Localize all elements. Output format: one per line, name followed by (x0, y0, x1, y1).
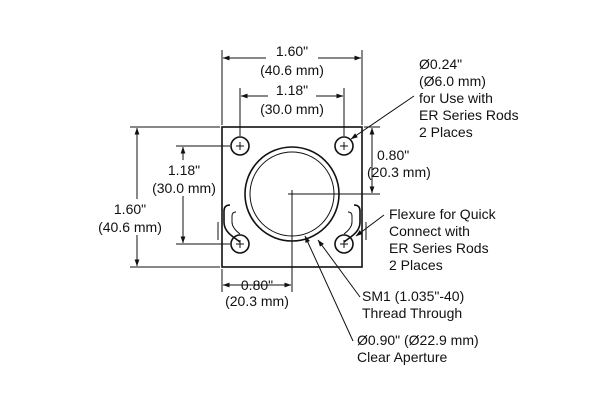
callout-thread-line-2: Thread Through (362, 305, 462, 321)
callout-flexure-line-4: 2 Places (389, 257, 443, 273)
flexure-right (334, 204, 361, 254)
dim-left-inner: 1.18" (30.0 mm) (152, 145, 230, 245)
dim-top-inner-mm: (30.0 mm) (260, 101, 324, 117)
callout-thread-line-1: SM1 (1.035"-40) (362, 288, 464, 304)
callout-aperture: Ø0.90" (Ø22.9 mm) Clear Aperture (304, 235, 479, 365)
callout-flexure-line-3: ER Series Rods (389, 240, 489, 256)
callout-flexure: Flexure for Quick Connect with ER Series… (355, 206, 497, 273)
dim-bottom-offset-in: 0.80" (241, 277, 273, 293)
callout-rod-holes-line-2: (Ø6.0 mm) (419, 73, 486, 89)
callout-aperture-line-2: Clear Aperture (357, 349, 447, 365)
dim-right-offset-in: 0.80" (377, 147, 409, 163)
dim-top-inner: 1.18" (30.0 mm) (239, 82, 345, 136)
rod-hole-left (230, 136, 250, 156)
callout-aperture-line-1: Ø0.90" (Ø22.9 mm) (357, 332, 479, 348)
dim-top-width-mm: (40.6 mm) (260, 62, 324, 78)
callout-rod-holes: Ø0.24" (Ø6.0 mm) for Use with ER Series … (350, 56, 519, 140)
dim-top-width-in: 1.60" (276, 43, 308, 59)
callout-thread: SM1 (1.035"-40) Thread Through (317, 239, 464, 321)
dim-left-height-mm: (40.6 mm) (98, 219, 162, 235)
dim-right-offset-mm: (20.3 mm) (367, 164, 431, 180)
dim-bottom-offset: 0.80" (20.3 mm) (221, 198, 293, 309)
dim-left-height: 1.60" (40.6 mm) (98, 126, 220, 268)
callout-rod-holes-line-4: ER Series Rods (419, 107, 519, 123)
rod-hole-right (334, 136, 354, 156)
dim-right-offset: 0.80" (20.3 mm) (296, 126, 431, 195)
dim-left-inner-mm: (30.0 mm) (152, 180, 216, 196)
dim-bottom-offset-mm: (20.3 mm) (225, 293, 289, 309)
callout-rod-holes-line-3: for Use with (419, 90, 493, 106)
dim-top-width: 1.60" (40.6 mm) (221, 43, 363, 125)
dim-left-height-in: 1.60" (114, 201, 146, 217)
dim-top-inner-in: 1.18" (276, 82, 308, 98)
dim-left-inner-in: 1.18" (168, 162, 200, 178)
flexure-left (223, 204, 250, 254)
callout-flexure-line-2: Connect with (389, 223, 470, 239)
callout-rod-holes-line-1: Ø0.24" (419, 56, 462, 72)
callout-rod-holes-line-5: 2 Places (419, 124, 473, 140)
callout-flexure-line-1: Flexure for Quick (389, 206, 497, 222)
